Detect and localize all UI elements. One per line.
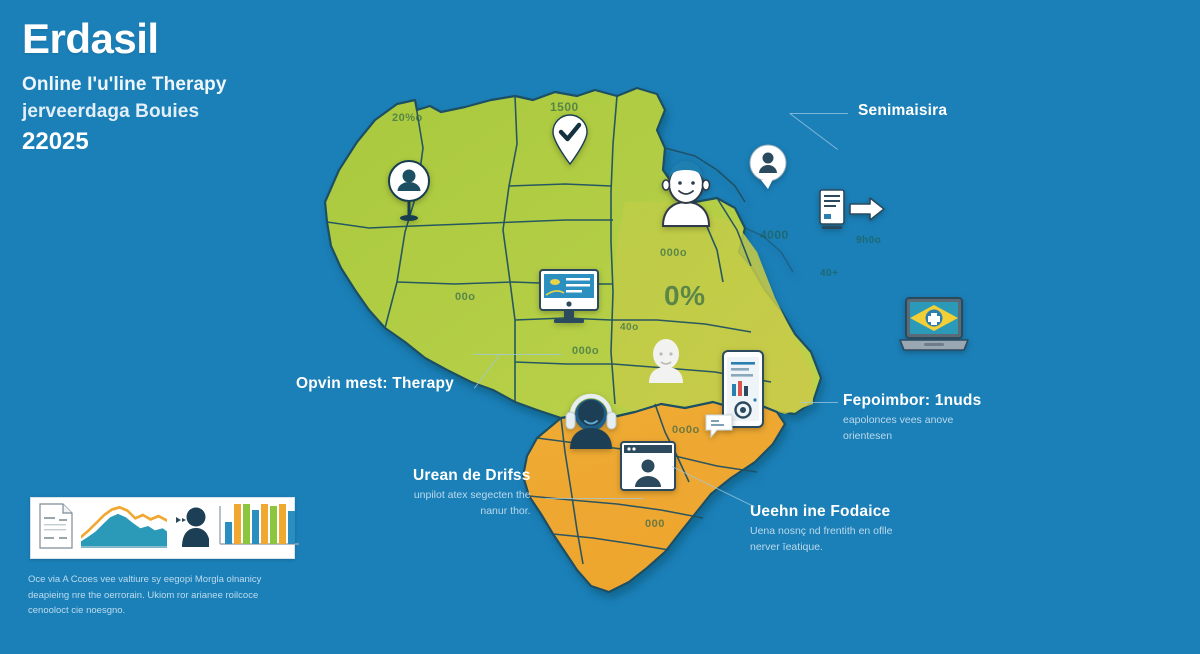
server-arrow-icon[interactable]: [818, 188, 886, 234]
legend-panel[interactable]: [30, 481, 299, 559]
document-icon: [39, 502, 73, 554]
laptop-flag-cross-icon[interactable]: [898, 296, 970, 354]
legend-caption-line-2: deapieing nre the oerrorain. Ukiom ror a…: [28, 589, 259, 601]
video-call-card-icon[interactable]: [620, 441, 676, 491]
legend-caption: Oce via A Ccoes vee valtiure sy eegopi M…: [28, 572, 300, 619]
callout-senimaisira[interactable]: Senimaisira: [858, 101, 947, 120]
desktop-monitor-icon[interactable]: [538, 268, 600, 328]
subtitle-line-2: jerveerdaga Bouies: [22, 100, 200, 122]
callout-subtext-line-2: nanur thor.: [480, 505, 531, 518]
callout-title: Opvin mest: Therapy: [296, 375, 454, 392]
callout-subtext-line-2: orientesen: [843, 430, 893, 443]
headphone-person-icon[interactable]: [560, 393, 622, 451]
callout-title: Senimaisira: [858, 102, 948, 119]
bar-chart-icon: [217, 481, 301, 553]
callout-subtext-line-1: eapolonces vees anove: [843, 414, 954, 427]
subtitle-line-1: Online I'u'line Therapy: [22, 74, 227, 95]
user-circle-pin-icon[interactable]: [748, 144, 788, 190]
callout-fepoimbor-1nuds[interactable]: Fepoimbor: 1nuds eapolonces vees anove o…: [843, 391, 981, 445]
check-pin-icon[interactable]: [550, 113, 590, 165]
leader-line-therapy: [474, 354, 562, 355]
person-icon: [175, 504, 210, 553]
leader-line-fepoimbor: [800, 402, 838, 403]
callout-urean-de-drifss[interactable]: Urean de Drifss unpilot atex segecten th…: [413, 466, 531, 520]
title-block: Erdasil Online I'u'line Therapy jerveerd…: [20, 18, 320, 156]
callout-title: Fepoimbor: 1nuds: [843, 392, 982, 409]
ghost-person-icon[interactable]: [645, 338, 687, 384]
callout-subtext-line-1: unpilot atex segecten the: [413, 489, 531, 502]
smartphone-icon[interactable]: [722, 350, 764, 428]
callout-subtext-line-2: nerver īeatique.: [750, 541, 823, 554]
callout-subtext-line-1: Uena nosnç nd frentith en oflle: [750, 525, 893, 538]
callout-opvin-mest-therapy[interactable]: Opvin mest: Therapy: [296, 374, 454, 393]
callout-ueehn-ine-fodaice[interactable]: Ueehn ine Fodaice Uena nosnç nd frentith…: [750, 502, 892, 556]
leader-line-urean: [545, 498, 643, 499]
blue-hair-person-icon[interactable]: [657, 158, 715, 228]
avatar-pin-icon[interactable]: [385, 160, 433, 222]
leader-line-senimaisira: [790, 113, 848, 114]
legend-caption-line-1: Oce via A Ccoes vee valtiure sy eegopi M…: [28, 574, 262, 585]
brand-title: Erdasil: [22, 15, 159, 62]
chat-bubble-icon[interactable]: [704, 413, 734, 439]
callout-title: Ueehn ine Fodaice: [750, 503, 891, 520]
area-chart-icon: [79, 504, 169, 553]
year-label: 22025: [22, 128, 89, 156]
callout-title: Urean de Drifss: [413, 467, 531, 484]
legend-caption-line-3: cenooloct cie noesgno.: [28, 605, 126, 617]
